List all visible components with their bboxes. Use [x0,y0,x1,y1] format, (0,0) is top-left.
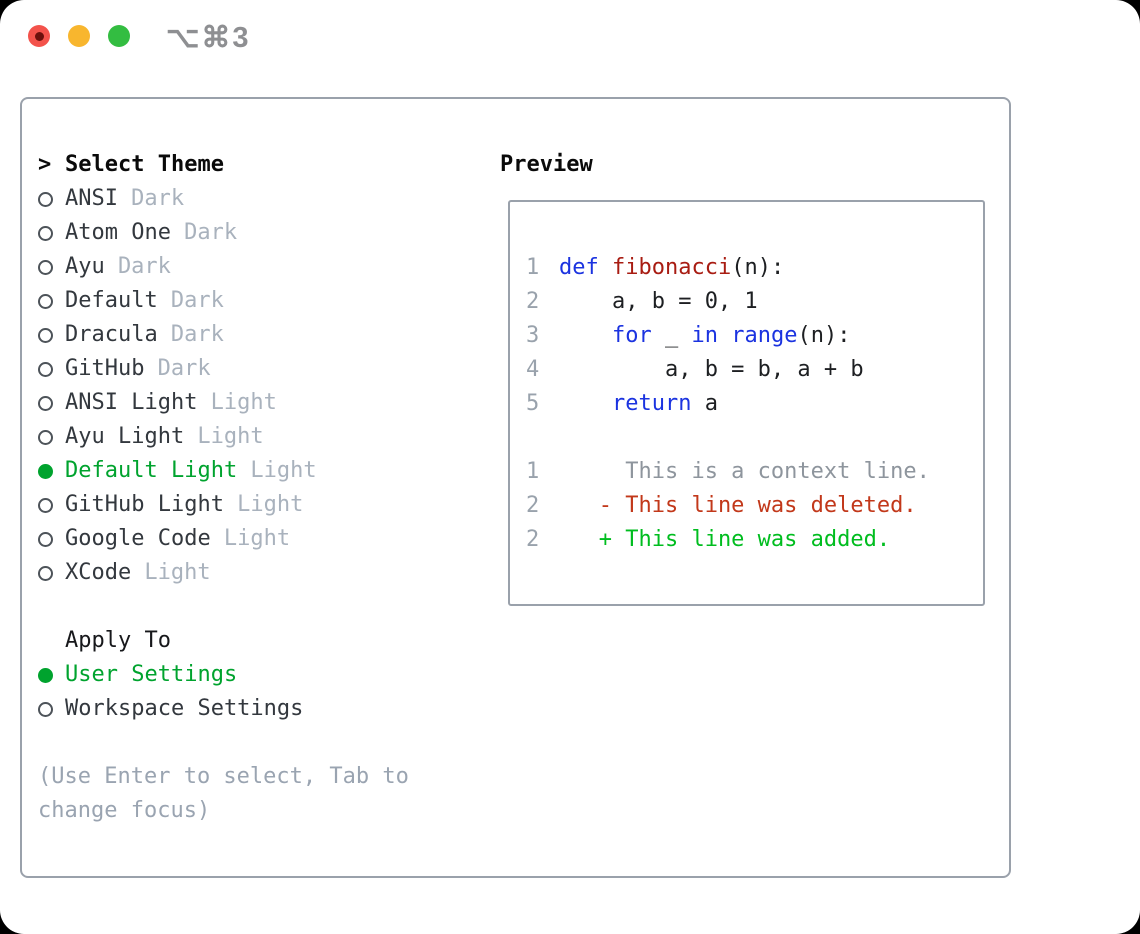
preview-line: 5 return a [526,387,983,421]
minimize-button[interactable] [68,25,90,47]
line-number: 3 [526,323,540,348]
theme-name: XCode [65,560,132,585]
theme-variant: Light [197,424,264,449]
prompt-icon: > [38,152,52,177]
apply-option-label: User Settings [65,662,238,687]
apply-to-header: Apply To [65,628,171,653]
theme-variant: Light [237,492,304,517]
theme-name: Atom One [65,220,171,245]
radio-icon [38,531,53,547]
theme-option-default-light[interactable]: Default Light Light [38,454,486,488]
apply-option-user-settings[interactable]: User Settings [38,658,486,692]
theme-option-ayu-light[interactable]: Ayu Light Light [38,420,486,454]
line-content: This is a context line. [559,459,930,484]
keyboard-hint: (Use Enter to select, Tab to change focu… [38,764,409,823]
line-number: 1 [526,459,540,484]
theme-option-ayu[interactable]: Ayu Dark [38,250,486,284]
apply-option-label: Workspace Settings [65,696,304,721]
line-number: 1 [526,255,540,280]
theme-name: ANSI [65,186,118,211]
theme-option-ansi-light[interactable]: ANSI Light Light [38,386,486,420]
theme-name: Default Light [65,458,238,483]
close-button[interactable] [28,25,50,47]
selected-radio-icon [38,667,53,683]
preview-header: Preview [500,152,593,177]
select-theme-header: Select Theme [65,152,224,177]
theme-option-ansi[interactable]: ANSI Dark [38,182,486,216]
preview-line: 2 - This line was deleted. [526,489,983,523]
theme-variant: Dark [131,186,185,211]
zoom-button[interactable] [108,25,130,47]
line-content: return a [611,391,718,416]
theme-name: Default [65,288,158,313]
theme-variant: Dark [117,254,171,279]
preview-line: 2 a, b = 0, 1 [526,285,983,319]
radio-icon [38,395,53,411]
theme-variant: Dark [184,220,238,245]
apply-option-workspace-settings[interactable]: Workspace Settings [38,692,486,726]
line-number: 2 [526,527,540,552]
line-number: 5 [526,391,540,416]
close-dot-icon [34,31,44,41]
preview-line: 1 def fibonacci(n): [526,251,983,285]
preview-blank-line [526,421,983,455]
line-content: def fibonacci(n): [559,255,785,280]
theme-option-atom-one[interactable]: Atom One Dark [38,216,486,250]
radio-icon [38,259,53,275]
preview-line: 4 a, b = b, a + b [526,353,983,387]
line-number: 4 [526,357,540,382]
theme-name: GitHub [65,356,145,381]
theme-option-github-light[interactable]: GitHub Light Light [38,488,486,522]
theme-name: Dracula [65,322,158,347]
radio-icon [38,497,53,513]
theme-variant: Light [144,560,211,585]
theme-variant: Light [223,526,291,551]
window-title: ⌥⌘3 [166,22,251,54]
radio-icon [38,293,53,309]
theme-option-dracula[interactable]: Dracula Dark [38,318,486,352]
radio-icon [38,565,53,581]
preview-line: 3 for _ in range(n): [526,319,983,353]
spacer [38,726,486,760]
theme-variant: Dark [157,356,211,381]
theme-variant: Light [210,390,277,415]
theme-option-github[interactable]: GitHub Dark [38,352,486,386]
theme-variant: Light [250,458,317,483]
line-content: - This line was deleted. [559,493,917,518]
theme-variant: Dark [170,288,224,313]
theme-name: Ayu [65,254,105,279]
theme-option-default[interactable]: Default Dark [38,284,486,318]
preview-line: 1 This is a context line. [526,455,983,489]
selected-radio-icon [38,463,53,479]
radio-icon [38,361,53,377]
apply-to-header-row: Apply To [38,624,486,658]
theme-option-xcode[interactable]: XCode Light [38,556,486,590]
radio-icon [38,701,53,717]
line-content: for _ in range(n): [611,323,851,348]
line-content: + This line was added. [559,527,891,552]
select-theme-header-row: > Select Theme [38,148,486,182]
radio-icon [38,225,53,241]
radio-icon [38,429,53,445]
line-number: 2 [526,289,540,314]
radio-icon [38,327,53,343]
theme-option-google-code[interactable]: Google Code Light [38,522,486,556]
theme-name: Google Code [65,526,211,551]
radio-icon [38,191,53,207]
spacer [38,590,486,624]
titlebar: ⌥⌘3 [0,0,1140,76]
line-content: a, b = b, a + b [559,357,864,382]
preview-line: 2 + This line was added. [526,523,983,557]
theme-variant: Dark [170,322,224,347]
theme-name: Ayu Light [65,424,185,449]
line-number: 2 [526,493,540,518]
line-content: a, b = 0, 1 [559,289,758,314]
theme-name: GitHub Light [65,492,224,517]
theme-name: ANSI Light [65,390,198,415]
